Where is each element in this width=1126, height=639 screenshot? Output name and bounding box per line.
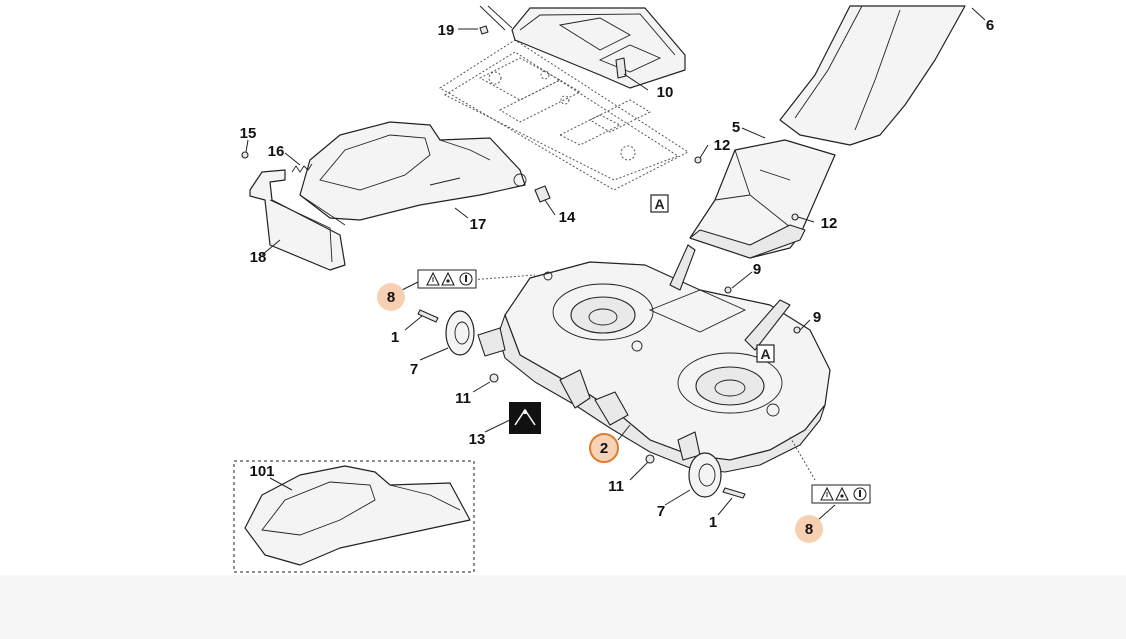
callout-8-bottom[interactable]: 8 xyxy=(805,521,813,538)
callout-9-right[interactable]: 9 xyxy=(813,309,821,326)
leader-lines xyxy=(245,7,986,521)
spring-16 xyxy=(291,163,313,173)
chute-6 xyxy=(779,5,966,146)
callout-19[interactable]: 19 xyxy=(438,22,455,39)
fitting-14 xyxy=(534,185,551,203)
axle-1-right xyxy=(722,487,746,499)
reference-a-top-label: A xyxy=(654,196,664,212)
screw-9-a xyxy=(724,286,732,294)
belt-cover-top xyxy=(479,5,686,89)
screw-12-a xyxy=(694,156,702,164)
mower-deck-2 xyxy=(477,244,831,473)
bottom-fade xyxy=(0,575,1126,639)
screw-12-b xyxy=(791,213,799,221)
nut-11-left xyxy=(489,373,499,383)
wheel-7-left xyxy=(445,310,475,356)
kit-101-box xyxy=(233,460,475,573)
reference-a-right-label: A xyxy=(760,346,770,362)
callout-13[interactable]: 13 xyxy=(469,431,486,448)
callout-12-top[interactable]: 12 xyxy=(714,137,731,154)
callout-8-bottom-highlight[interactable] xyxy=(795,515,823,543)
callout-7-right[interactable]: 7 xyxy=(657,503,665,520)
warning-decal-top xyxy=(417,269,477,289)
callout-8-top-highlight[interactable] xyxy=(377,283,405,311)
callout-16[interactable]: 16 xyxy=(268,143,285,160)
callout-2[interactable]: 2 xyxy=(600,440,608,457)
nut-11-right xyxy=(645,454,655,464)
warning-triangle-icon xyxy=(820,486,834,501)
screw-9-b xyxy=(793,326,801,334)
callout-12-right[interactable]: 12 xyxy=(821,215,838,232)
callout-7-left[interactable]: 7 xyxy=(410,361,418,378)
warning-decal-bottom xyxy=(811,484,871,504)
wheel-7-right xyxy=(688,452,722,498)
callout-1-left[interactable]: 1 xyxy=(391,329,399,346)
decal-13 xyxy=(509,402,541,434)
deflector-17 xyxy=(299,121,527,226)
callout-15[interactable]: 15 xyxy=(240,125,257,142)
callout-labels: 19 10 6 5 12 12 15 16 17 14 18 8 1 7 11 … xyxy=(240,17,995,538)
warning-triangle-icon xyxy=(426,271,440,286)
screw-15 xyxy=(241,151,249,159)
axle-1-left xyxy=(417,309,439,323)
callout-2-highlight[interactable] xyxy=(589,433,619,463)
mounting-plate xyxy=(439,39,689,191)
callout-10[interactable]: 10 xyxy=(657,84,674,101)
hazard-triangle-icon xyxy=(835,486,849,501)
reference-a-top: A xyxy=(650,194,669,213)
callout-1-right[interactable]: 1 xyxy=(709,514,717,531)
callout-11-left[interactable]: 11 xyxy=(455,390,471,407)
callout-5[interactable]: 5 xyxy=(732,119,740,136)
callout-14[interactable]: 14 xyxy=(559,209,576,226)
callout-18[interactable]: 18 xyxy=(250,249,267,266)
deflector-101 xyxy=(244,465,471,566)
callout-9-top[interactable]: 9 xyxy=(753,261,761,278)
callout-101[interactable]: 101 xyxy=(249,463,274,480)
callout-8-top[interactable]: 8 xyxy=(387,289,395,306)
callout-6[interactable]: 6 xyxy=(986,17,994,34)
hazard-triangle-icon xyxy=(441,271,455,286)
screw-10 xyxy=(615,57,627,79)
read-manual-icon xyxy=(853,487,867,501)
funnel-5 xyxy=(689,139,836,259)
screw-19 xyxy=(479,25,489,35)
read-manual-icon xyxy=(459,272,473,286)
callout-11-right[interactable]: 11 xyxy=(608,478,624,495)
callout-17[interactable]: 17 xyxy=(470,216,487,233)
reference-a-right: A xyxy=(756,344,775,363)
